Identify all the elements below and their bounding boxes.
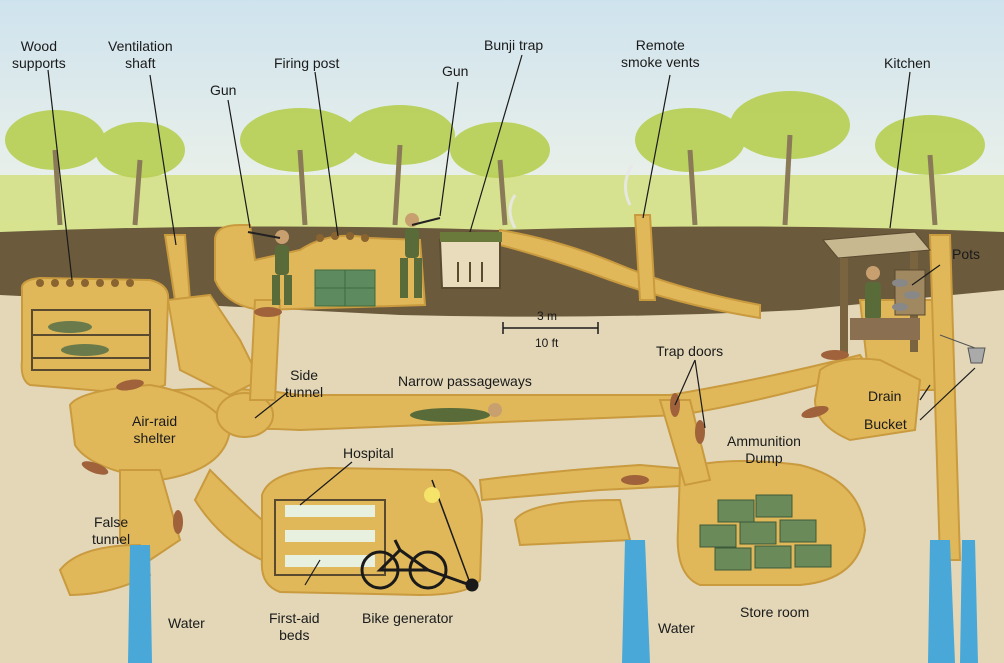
label-hospital: Hospital [343, 445, 394, 461]
label-first-aid-beds: First-aid beds [269, 610, 320, 643]
soldier-figures [272, 213, 881, 422]
pots [892, 279, 920, 311]
smoke-wisps [508, 164, 634, 229]
label-gun-left: Gun [210, 82, 237, 98]
label-bike-generator: Bike generator [362, 610, 454, 626]
label-drain: Drain [868, 388, 902, 404]
scale-metric: 3 m [537, 309, 558, 323]
label-bunji-trap: Bunji trap [484, 37, 544, 53]
bunk-beds [31, 309, 151, 371]
crates [314, 269, 376, 307]
label-ventilation-shaft: Ventilation shaft [108, 38, 173, 71]
label-trap-doors: Trap doors [656, 343, 724, 359]
label-remote-smoke-vents: Remote smoke vents [621, 37, 700, 70]
bunji-trap [438, 231, 502, 289]
label-store-room: Store room [740, 604, 810, 620]
water [128, 540, 978, 663]
label-wood-supports: Wood supports [12, 38, 66, 71]
label-side-tunnel: Side tunnel [285, 367, 324, 400]
scale-imperial: 10 ft [535, 336, 559, 350]
first-aid-beds-graphic [274, 499, 386, 576]
ammunition-stacks [699, 494, 832, 571]
gun-icons [247, 217, 441, 239]
bucket [939, 334, 986, 364]
wood-support-beams [36, 232, 369, 287]
label-pots: Pots [952, 246, 981, 262]
jungle-trees [0, 91, 1004, 235]
leader-lines [47, 54, 976, 586]
label-false-tunnel: False tunnel [92, 514, 131, 547]
label-water-left: Water [168, 615, 205, 631]
label-ammunition-dump: Ammunition Dump [727, 433, 801, 466]
label-bucket: Bucket [864, 416, 907, 432]
light-bulb [424, 487, 440, 503]
label-water-center: Water [658, 620, 695, 636]
label-kitchen: Kitchen [884, 55, 931, 71]
label-air-raid-shelter: Air-raid shelter [132, 413, 178, 446]
label-firing-post: Firing post [274, 55, 340, 71]
label-narrow-passageways: Narrow passageways [398, 373, 532, 389]
label-gun-right: Gun [442, 63, 469, 79]
scale-bar [502, 322, 599, 334]
trap-door-markers [81, 307, 849, 534]
